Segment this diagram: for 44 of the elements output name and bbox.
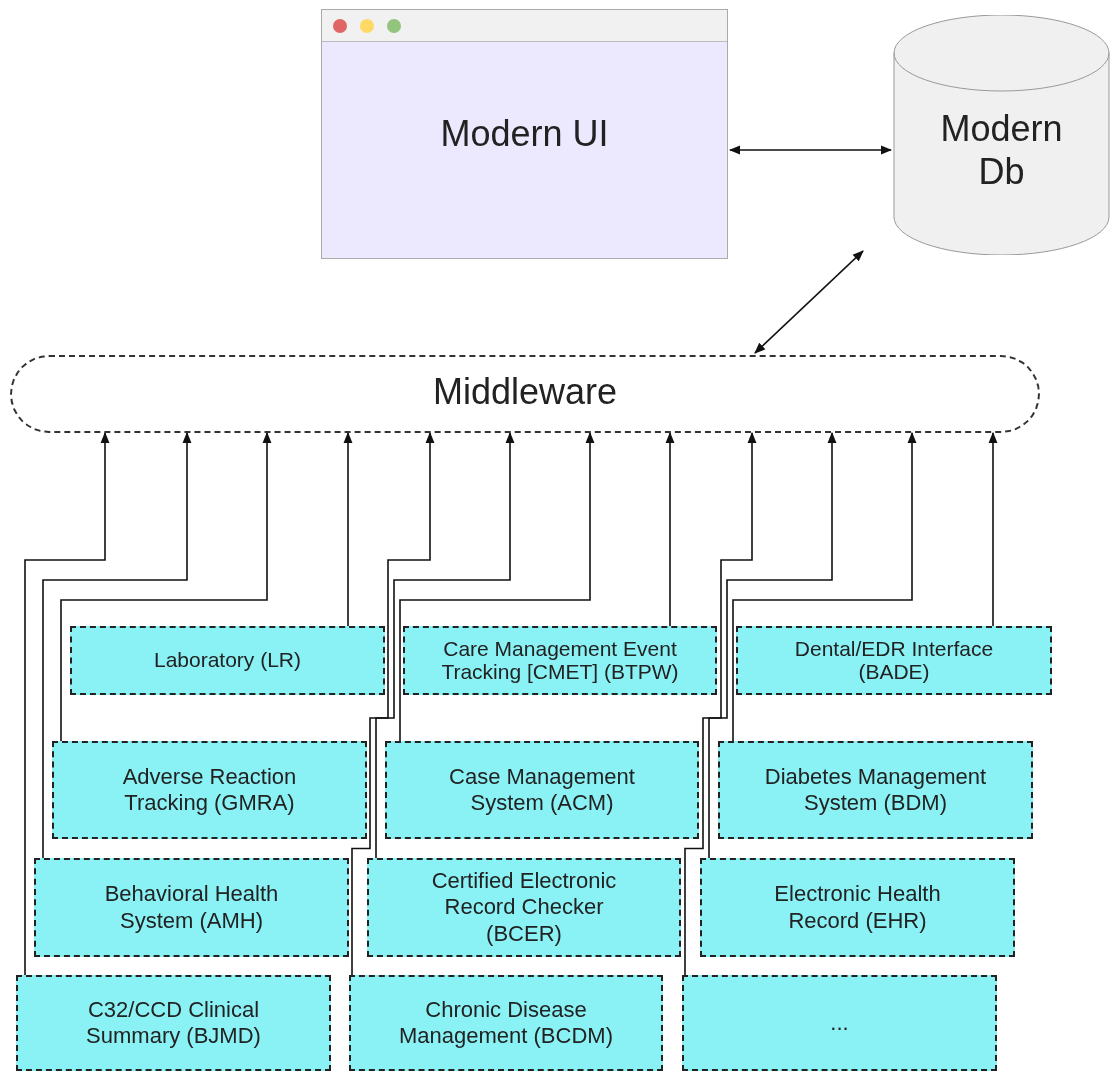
- system-box: [736, 626, 1052, 695]
- system-box: [367, 858, 681, 957]
- database-cylinder: [893, 15, 1110, 255]
- system-box: [52, 741, 367, 839]
- node-label: Middleware: [432, 371, 618, 413]
- arrow: [708, 431, 837, 859]
- system-box: [16, 975, 331, 1071]
- browser-window: [321, 9, 728, 259]
- node-label: C32/CCD Clinical Summary (BJMD): [85, 996, 262, 1050]
- node-label: Adverse Reaction Tracking (GMRA): [121, 763, 298, 817]
- node-label: Behavioral Health System (AMH): [103, 881, 280, 934]
- node-label: Case Management System (ACM): [448, 763, 636, 817]
- arrow: [684, 431, 757, 976]
- arrow: [732, 431, 917, 742]
- arrow: [988, 431, 998, 627]
- arrow: [60, 431, 272, 742]
- node-label: Certified Electronic Record Checker (BCER): [430, 867, 618, 948]
- middleware-band: [10, 355, 1040, 433]
- system-box: [682, 975, 997, 1071]
- node-label: Laboratory (LR): [153, 649, 302, 672]
- node-label: Modern Db: [939, 106, 1064, 194]
- node-label: Chronic Disease Management (BCDM): [398, 996, 614, 1050]
- system-box: [70, 626, 385, 695]
- arrow: [42, 431, 192, 859]
- system-box: [349, 975, 663, 1071]
- system-box: [385, 741, 699, 839]
- node-label: Modern UI: [440, 113, 609, 155]
- node-label: ...: [830, 1009, 849, 1037]
- system-box: [34, 858, 349, 957]
- arrow: [754, 250, 864, 354]
- arrow: [728, 145, 893, 155]
- node-label: Care Management Event Tracking [CMET] (BTPW): [440, 638, 680, 683]
- arrow: [24, 431, 110, 976]
- arrow: [343, 431, 353, 627]
- arrow: [665, 431, 675, 627]
- system-box: [403, 626, 717, 695]
- arrow: [375, 431, 515, 859]
- arrow: [351, 431, 435, 976]
- system-box: [700, 858, 1015, 957]
- node-label: Electronic Health Record (EHR): [773, 881, 942, 934]
- node-label: Diabetes Management System (BDM): [763, 763, 988, 817]
- system-box: [718, 741, 1033, 839]
- arrow: [399, 431, 595, 742]
- node-label: Dental/EDR Interface (BADE): [793, 638, 995, 683]
